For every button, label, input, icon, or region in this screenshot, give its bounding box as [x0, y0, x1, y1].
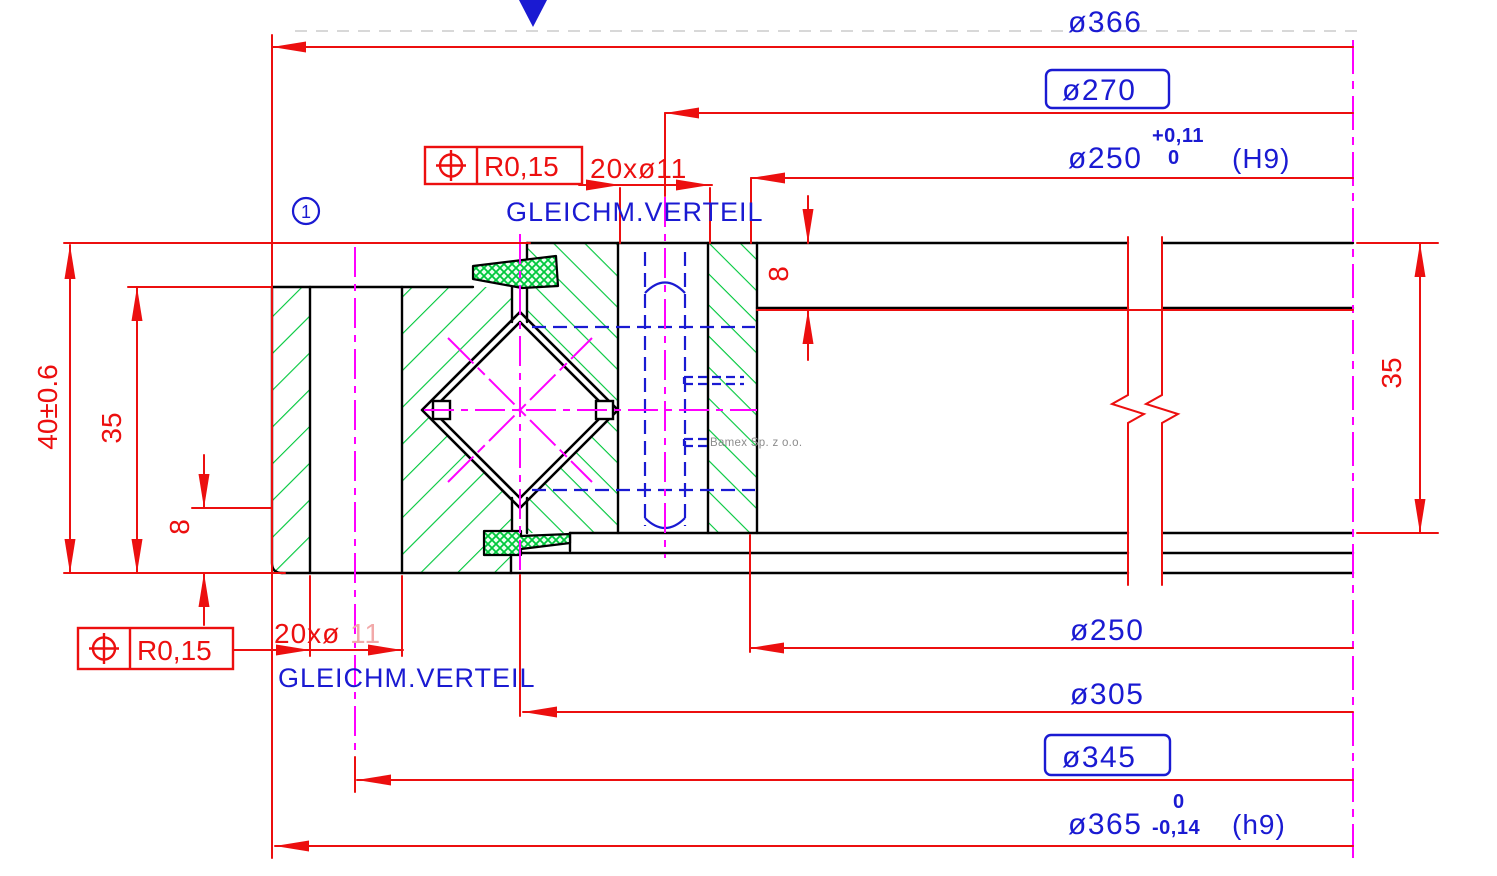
- dim-height-inner-left: 35: [96, 412, 127, 443]
- break-line-left: [1109, 236, 1147, 586]
- dim-bore250-label: ø250: [1068, 142, 1142, 175]
- fcf-top-tolerance: R0,15: [484, 151, 559, 182]
- seal-top: [471, 254, 560, 290]
- centerlines: [354, 40, 1354, 858]
- holes-bottom-note: GLEICHM.VERTEIL: [278, 663, 536, 693]
- fcf-bottom: [76, 626, 235, 671]
- height-dim-labels: 40±0.6 35 8 8 35: [32, 266, 1407, 535]
- dim-recess-left: 8: [164, 519, 195, 535]
- dim-recess-right: 8: [763, 266, 794, 282]
- boxed-dim-345: [1043, 733, 1172, 777]
- dim-od365-tol-upper: 0: [1173, 791, 1185, 813]
- dim-od365-tol-lower: -0,14: [1152, 817, 1200, 839]
- dim-bore250-tol-upper: +0,11: [1152, 125, 1204, 147]
- boxed-dim-270: [1044, 68, 1171, 110]
- holes-bottom-count: 20xø: [274, 618, 340, 649]
- balloon-1-label: 1: [301, 202, 311, 222]
- dim-bcd270-label: ø270: [1062, 74, 1136, 107]
- section-outline: [270, 241, 1355, 575]
- dim-height-right: 35: [1376, 357, 1407, 388]
- dim-bore250-tol-lower: 0: [1168, 147, 1180, 169]
- holes-bottom-count-faded: 11: [350, 618, 381, 649]
- dim-raceway-label: ø305: [1070, 678, 1144, 711]
- dim-raceway-bore-label: ø250: [1070, 614, 1144, 647]
- fcf-top: [423, 145, 584, 186]
- hidden-bolt-lines: [532, 252, 755, 530]
- section-cut-arrow: [519, 0, 547, 27]
- holes-top-count: 20xø11: [590, 153, 687, 184]
- dim-od365-label: ø365: [1068, 808, 1142, 841]
- dimension-arrows: [64, 41, 1426, 852]
- fcf-bottom-tolerance: R0,15: [137, 635, 212, 666]
- dimension-lines: [63, 34, 1439, 859]
- dim-bcd345-label: ø345: [1062, 741, 1136, 774]
- roller-diagonal-2: [447, 337, 593, 483]
- dim-od365-fit: (h9): [1232, 809, 1286, 840]
- seals: [471, 254, 572, 557]
- balloon-1: 1: [291, 196, 321, 226]
- dim-od366-label: ø366: [1068, 6, 1142, 39]
- break-line-right: [1143, 236, 1181, 586]
- dim-height-overall: 40±0.6: [32, 364, 63, 449]
- watermark: Bamex Sp. z o.o.: [710, 437, 802, 449]
- dim-bore250-fit: (H9): [1232, 143, 1290, 174]
- holes-top-note: GLEICHM.VERTEIL: [506, 197, 764, 227]
